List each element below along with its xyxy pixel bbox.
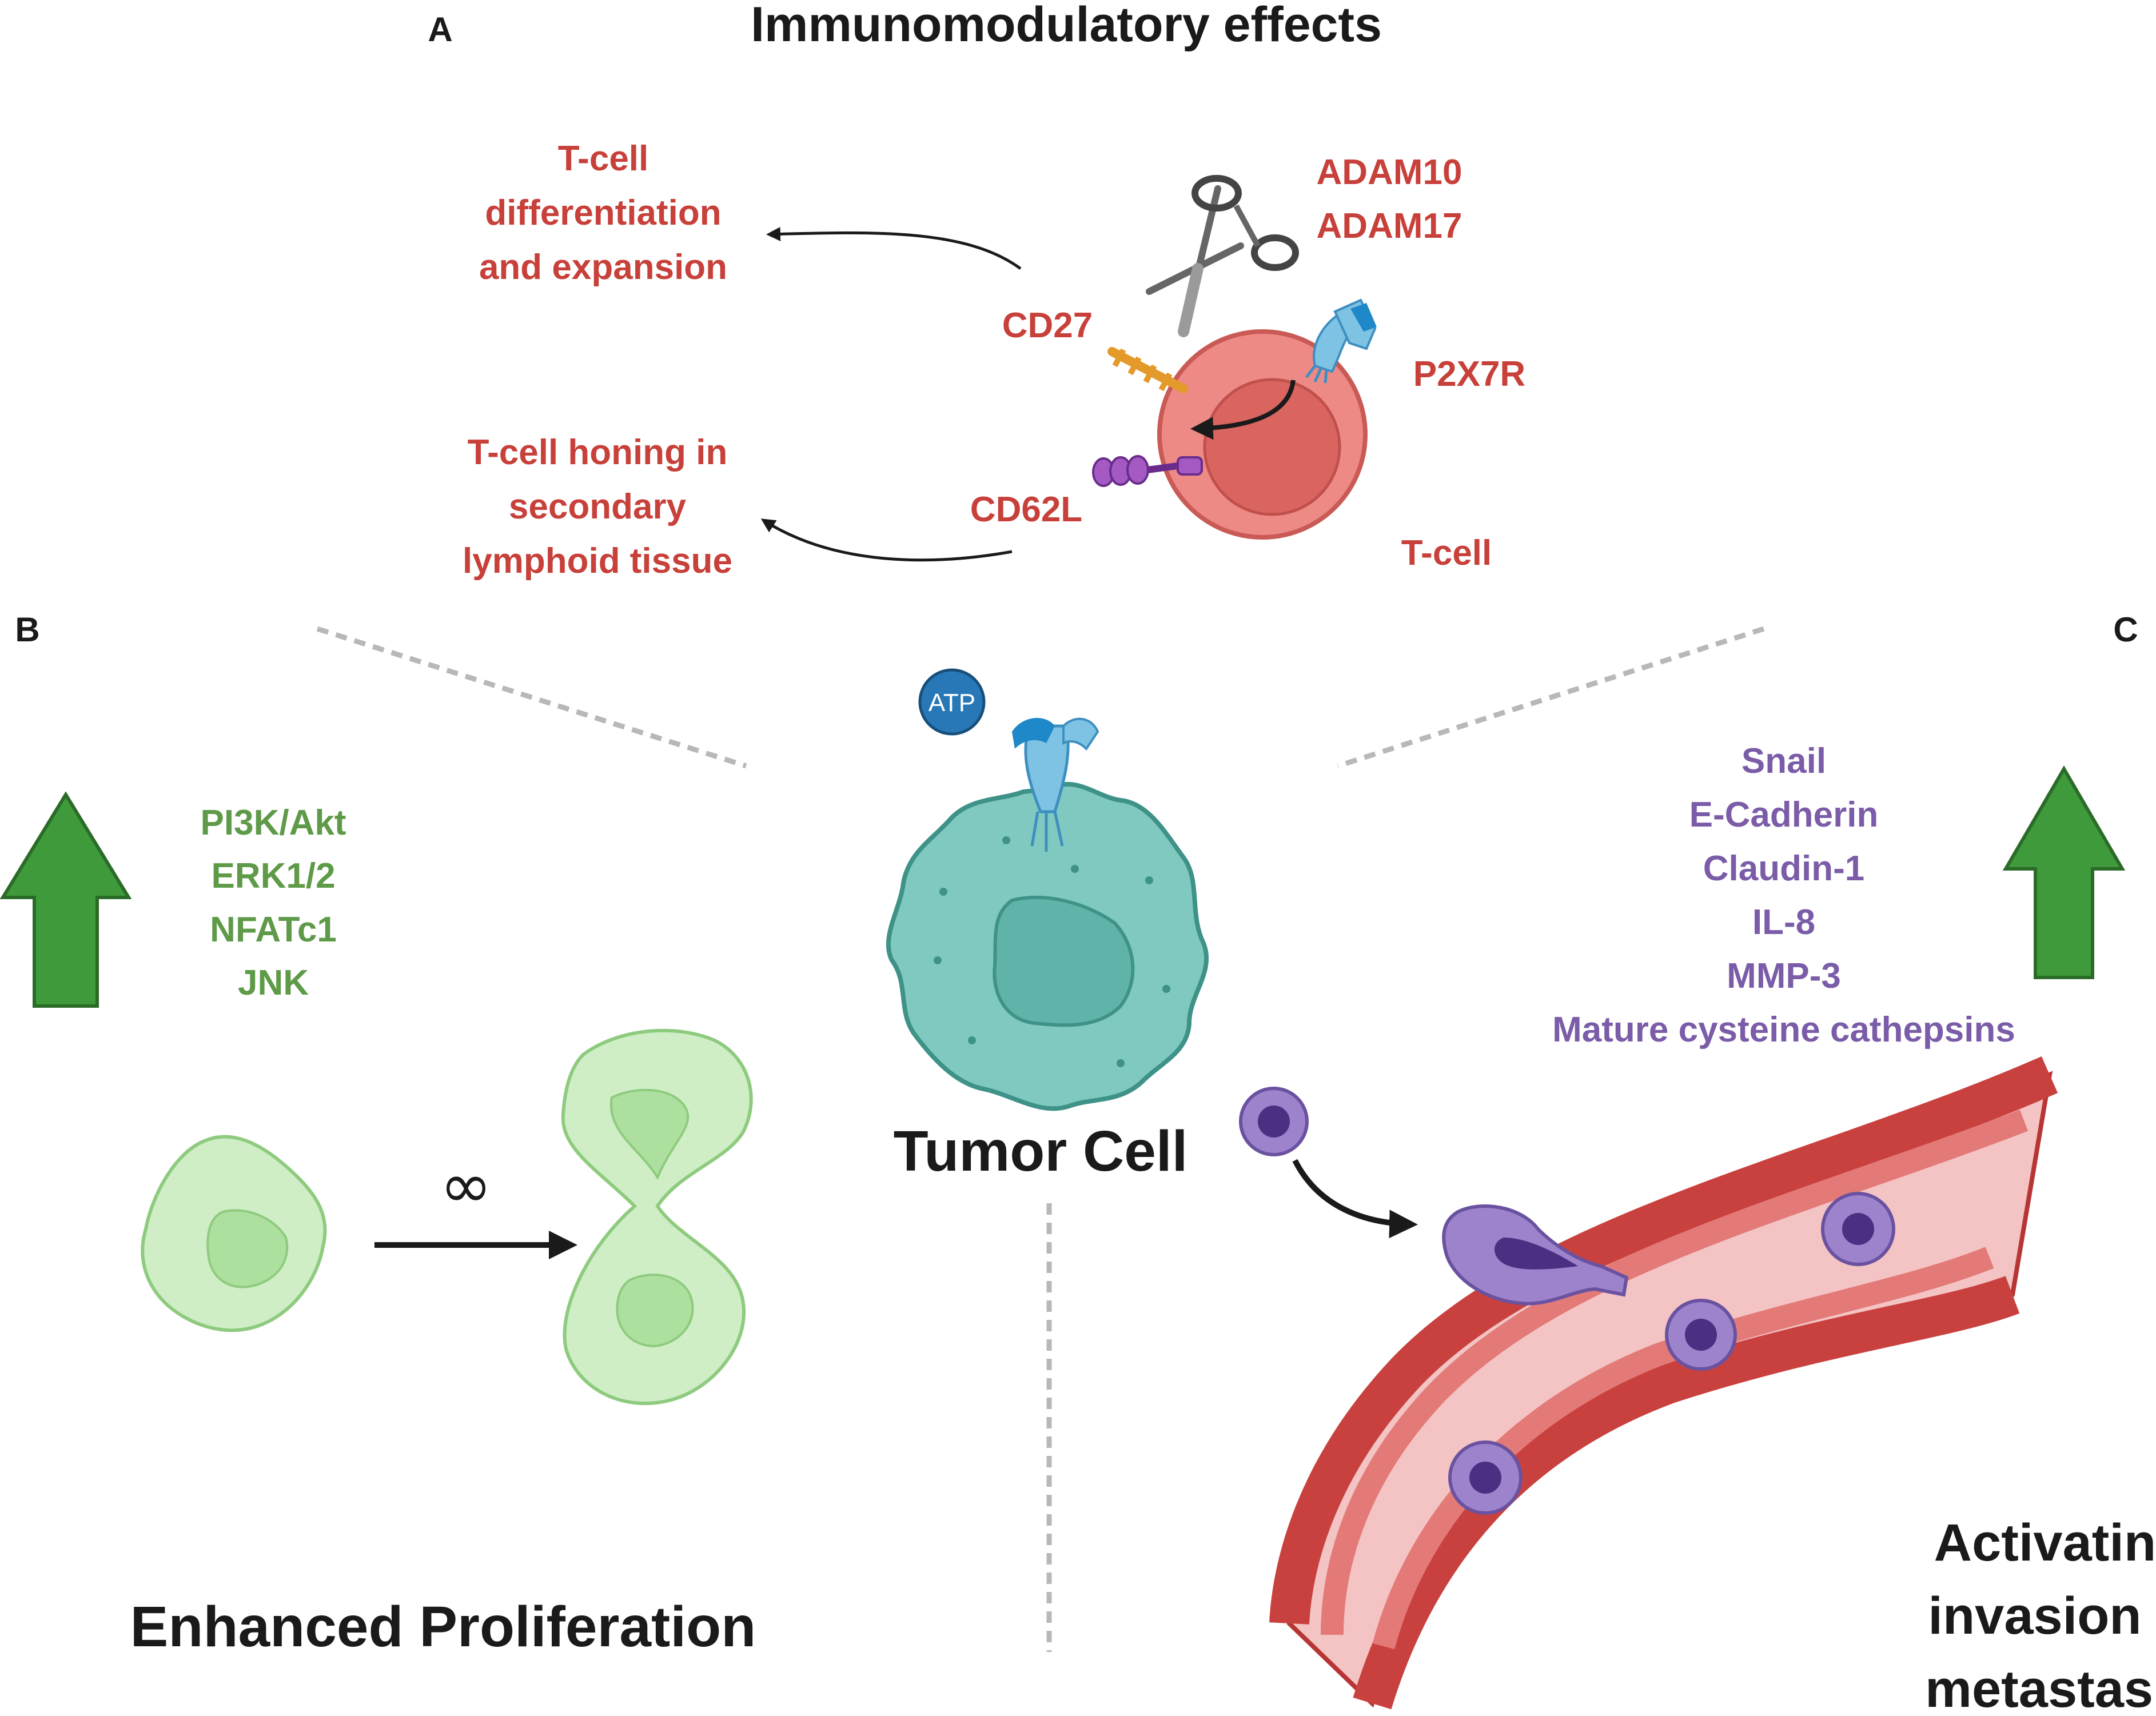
p2x7r-signal-arrow bbox=[1190, 380, 1296, 440]
arrow-to-honing bbox=[760, 518, 1013, 562]
tumor-cell-label: Tumor Cell bbox=[894, 1119, 1188, 1183]
marker-e-cadherin: E-Cadherin bbox=[1689, 795, 1879, 835]
honing-outcome-label: T-cell honing in secondary lymphoid tiss… bbox=[463, 433, 732, 581]
differentiation-line-2: differentiation bbox=[485, 193, 721, 233]
circulating-tumor-cells bbox=[1448, 1192, 1895, 1515]
atp-label: ATP bbox=[928, 689, 975, 717]
marker-snail: Snail bbox=[1741, 741, 1826, 781]
honing-line-1: T-cell honing in bbox=[468, 433, 728, 472]
vessel-cell-3 bbox=[1448, 1440, 1523, 1515]
pathway-pi3k: PI3K/Akt bbox=[201, 803, 346, 843]
cd62l-label: CD62L bbox=[970, 490, 1082, 529]
marker-cathepsins: Mature cysteine cathepsins bbox=[1552, 1010, 2015, 1049]
marker-il-8: IL-8 bbox=[1752, 903, 1815, 942]
panel-label-c: C bbox=[2113, 610, 2138, 649]
vessel-cell-1 bbox=[1821, 1192, 1895, 1266]
honing-line-3: lymphoid tissue bbox=[463, 541, 732, 581]
cd27-label: CD27 bbox=[1002, 306, 1093, 345]
cd27-receptor-icon bbox=[1107, 347, 1188, 393]
marker-mmp-3: MMP-3 bbox=[1727, 956, 1841, 996]
differentiation-line-1: T-cell bbox=[558, 139, 649, 178]
atp-molecule: ATP bbox=[918, 668, 986, 736]
p2x7r-label: P2X7R bbox=[1413, 354, 1525, 394]
panel-dividers bbox=[316, 626, 1765, 1652]
pathway-erk: ERK1/2 bbox=[211, 856, 335, 896]
vessel-cell-2 bbox=[1665, 1299, 1737, 1371]
enzyme-label-adam17: ADAM17 bbox=[1317, 206, 1462, 246]
marker-claudin-1: Claudin-1 bbox=[1703, 849, 1864, 888]
pathway-jnk: JNK bbox=[238, 963, 309, 1003]
tumor-p2x7r-receptor-icon bbox=[1012, 717, 1099, 852]
marker-list: Snail E-Cadherin Claudin-1 IL-8 MMP-3 Ma… bbox=[1552, 741, 2015, 1049]
scissors-icon bbox=[1146, 175, 1299, 337]
invasion-caption-line-2: invasion & bbox=[1928, 1587, 2156, 1645]
proliferation-caption: Enhanced Proliferation bbox=[130, 1595, 756, 1659]
pathway-list: PI3K/Akt ERK1/2 NFATc1 JNK bbox=[201, 803, 346, 1003]
panel-label-a: A bbox=[428, 10, 452, 49]
invasion-caption-line-3: metastasis bbox=[1925, 1660, 2156, 1716]
tumor-cell bbox=[886, 781, 1209, 1111]
invading-cell bbox=[1239, 1087, 1309, 1156]
panel-label-b: B bbox=[15, 610, 39, 649]
differentiation-line-3: and expansion bbox=[479, 248, 727, 287]
arrow-to-differentiation bbox=[766, 226, 1022, 270]
invasion-arrow bbox=[1292, 1159, 1418, 1239]
infinity-symbol: ∞ bbox=[440, 1149, 492, 1222]
panel-a-title: Immunomodulatory effects bbox=[751, 0, 1382, 52]
invasion-caption: Activating invasion & metastasis bbox=[1925, 1514, 2156, 1716]
invasion-caption-line-1: Activating bbox=[1934, 1514, 2156, 1572]
tcell-label: T-cell bbox=[1401, 533, 1492, 573]
dividing-cell bbox=[561, 1028, 753, 1406]
proliferating-cell bbox=[141, 1135, 327, 1332]
enzyme-label-adam10: ADAM10 bbox=[1317, 153, 1462, 192]
p2x7r-receptor-icon bbox=[1305, 298, 1377, 384]
up-arrow-icon-right bbox=[2002, 765, 2126, 979]
honing-line-2: secondary bbox=[509, 487, 687, 526]
up-arrow-icon-left bbox=[0, 791, 132, 1008]
extravasating-cell bbox=[1442, 1204, 1629, 1306]
t-cell bbox=[1157, 329, 1368, 540]
cd62l-receptor-icon bbox=[1092, 455, 1203, 487]
differentiation-outcome-label: T-cell differentiation and expansion bbox=[479, 139, 727, 287]
pathway-nfatc1: NFATc1 bbox=[210, 910, 337, 949]
